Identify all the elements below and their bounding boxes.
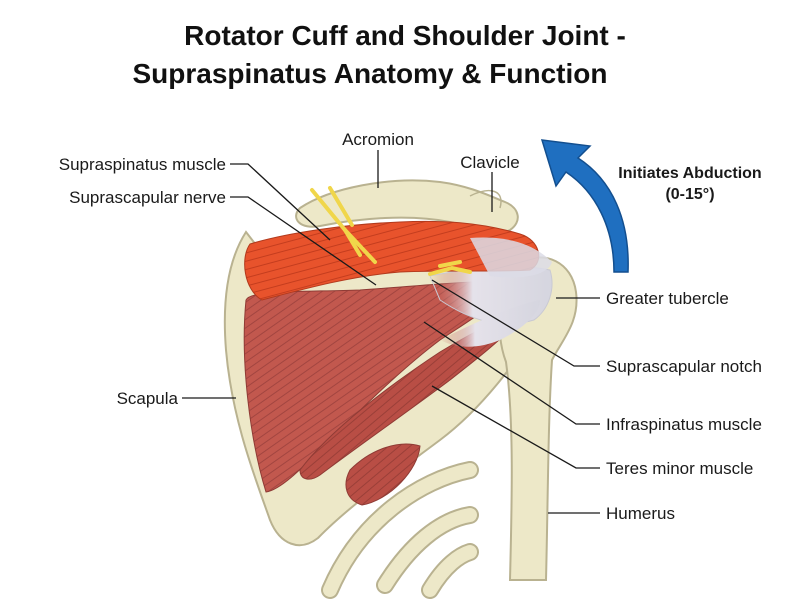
label-suprascapular-nerve: Suprascapular nerve	[69, 188, 226, 207]
label-supraspinatus-muscle: Supraspinatus muscle	[59, 155, 226, 174]
label-suprascapular-notch: Suprascapular notch	[606, 357, 762, 376]
label-greater-tubercle: Greater tubercle	[606, 289, 729, 308]
abduction-arrow	[540, 139, 629, 273]
label-acromion: Acromion	[342, 130, 414, 149]
label-scapula: Scapula	[117, 389, 179, 408]
label-humerus: Humerus	[606, 504, 675, 523]
annotation-line-2: (0-15°)	[665, 186, 714, 203]
title-line-1: Rotator Cuff and Shoulder Joint -	[184, 20, 626, 51]
title-line-2: Supraspinatus Anatomy & Function	[132, 58, 608, 89]
clavicle-bone	[295, 179, 519, 234]
suprascapular-nerve	[310, 186, 472, 276]
label-clavicle: Clavicle	[460, 153, 520, 172]
leader-lines	[182, 150, 600, 514]
label-infraspinatus-muscle: Infraspinatus muscle	[606, 415, 762, 434]
label-teres-minor-muscle: Teres minor muscle	[606, 459, 753, 478]
infraspinatus-muscle	[243, 281, 511, 493]
humerus-bone	[498, 256, 578, 581]
annotation-line-1: Initiates Abduction	[618, 165, 761, 182]
